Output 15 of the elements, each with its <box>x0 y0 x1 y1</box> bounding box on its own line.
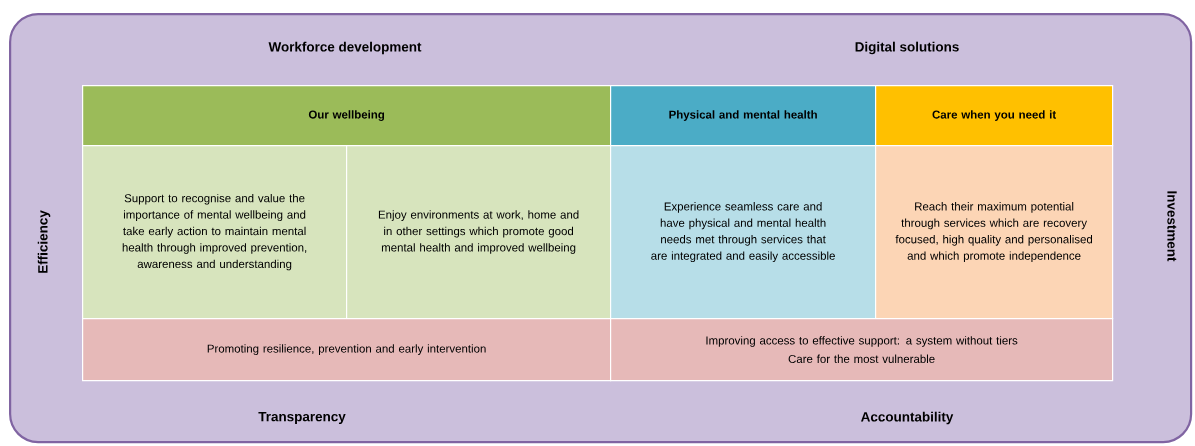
table-cell: Support to recognise and value the importance of mental wellbeing and take early action to maintain mental health through improved prevention, awareness and understanding <box>82 145 348 320</box>
header-cell: Our wellbeing <box>82 85 612 147</box>
table-cell: Enjoy environments at work, home and in other settings which promote good mental health and improved wellbeing <box>346 145 612 320</box>
side-label: Investment <box>1167 191 1177 262</box>
side-label: Transparency <box>258 411 346 424</box>
header-cell: Physical and mental health <box>610 85 877 147</box>
side-label: Accountability <box>861 411 954 425</box>
side-label: Efficiency <box>37 210 51 273</box>
table-cell: Reach their maximum potential through services which are recovery focused, high quality and personalised and which promote independence <box>875 145 1114 320</box>
table-cell: Experience seamless care and have physical and mental health needs met through services that are integrated and easily accessible <box>610 145 877 320</box>
table-cell: Promoting resilience, prevention and early intervention <box>82 318 612 382</box>
table-cell: Improving access to effective support: a system without tiers Care for the most vulnerable <box>610 318 1114 382</box>
header-cell: Care when you need it <box>875 85 1114 147</box>
side-label: Workforce development <box>268 41 422 55</box>
side-label: Digital solutions <box>855 41 959 55</box>
